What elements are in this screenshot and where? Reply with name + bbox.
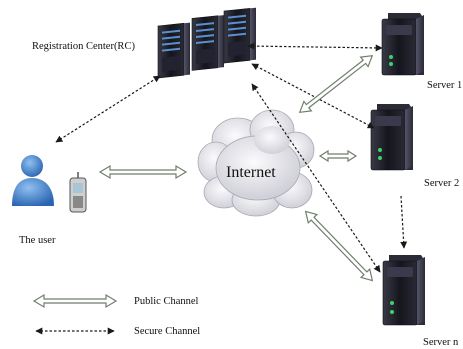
rc-label: Registration Center(RC) [32, 41, 135, 52]
public-channel-user-internet [98, 164, 188, 180]
cloud-icon [197, 109, 315, 217]
secure-channel-rc-server1 [247, 42, 383, 52]
public-channel-internet-server1 [298, 54, 374, 114]
secure-channel-server2-servern [400, 195, 408, 249]
server-tower-icon [381, 13, 424, 76]
secure-channel-user-rc [55, 75, 161, 143]
server2-label: Server 2 [424, 178, 459, 189]
server1-label: Server 1 [427, 80, 462, 91]
server-tower-icon [370, 104, 413, 171]
mobile-phone-icon [69, 172, 87, 213]
legend: Public Channel Secure Channel [32, 293, 200, 337]
public-channel-internet-servern [304, 210, 374, 282]
public-channel-internet-server2 [318, 149, 358, 163]
user-label: The user [19, 235, 56, 246]
legend-secure-label: Secure Channel [134, 326, 200, 337]
secure-channel-rc-servern [251, 83, 381, 273]
user-icon [12, 155, 54, 206]
servern-label: Server n [423, 337, 459, 348]
server-tower-icon [382, 255, 425, 326]
server-rack-icon [157, 7, 256, 79]
legend-public-arrow [32, 293, 118, 309]
legend-public-label: Public Channel [134, 296, 199, 307]
internet-label: Internet [226, 164, 276, 181]
